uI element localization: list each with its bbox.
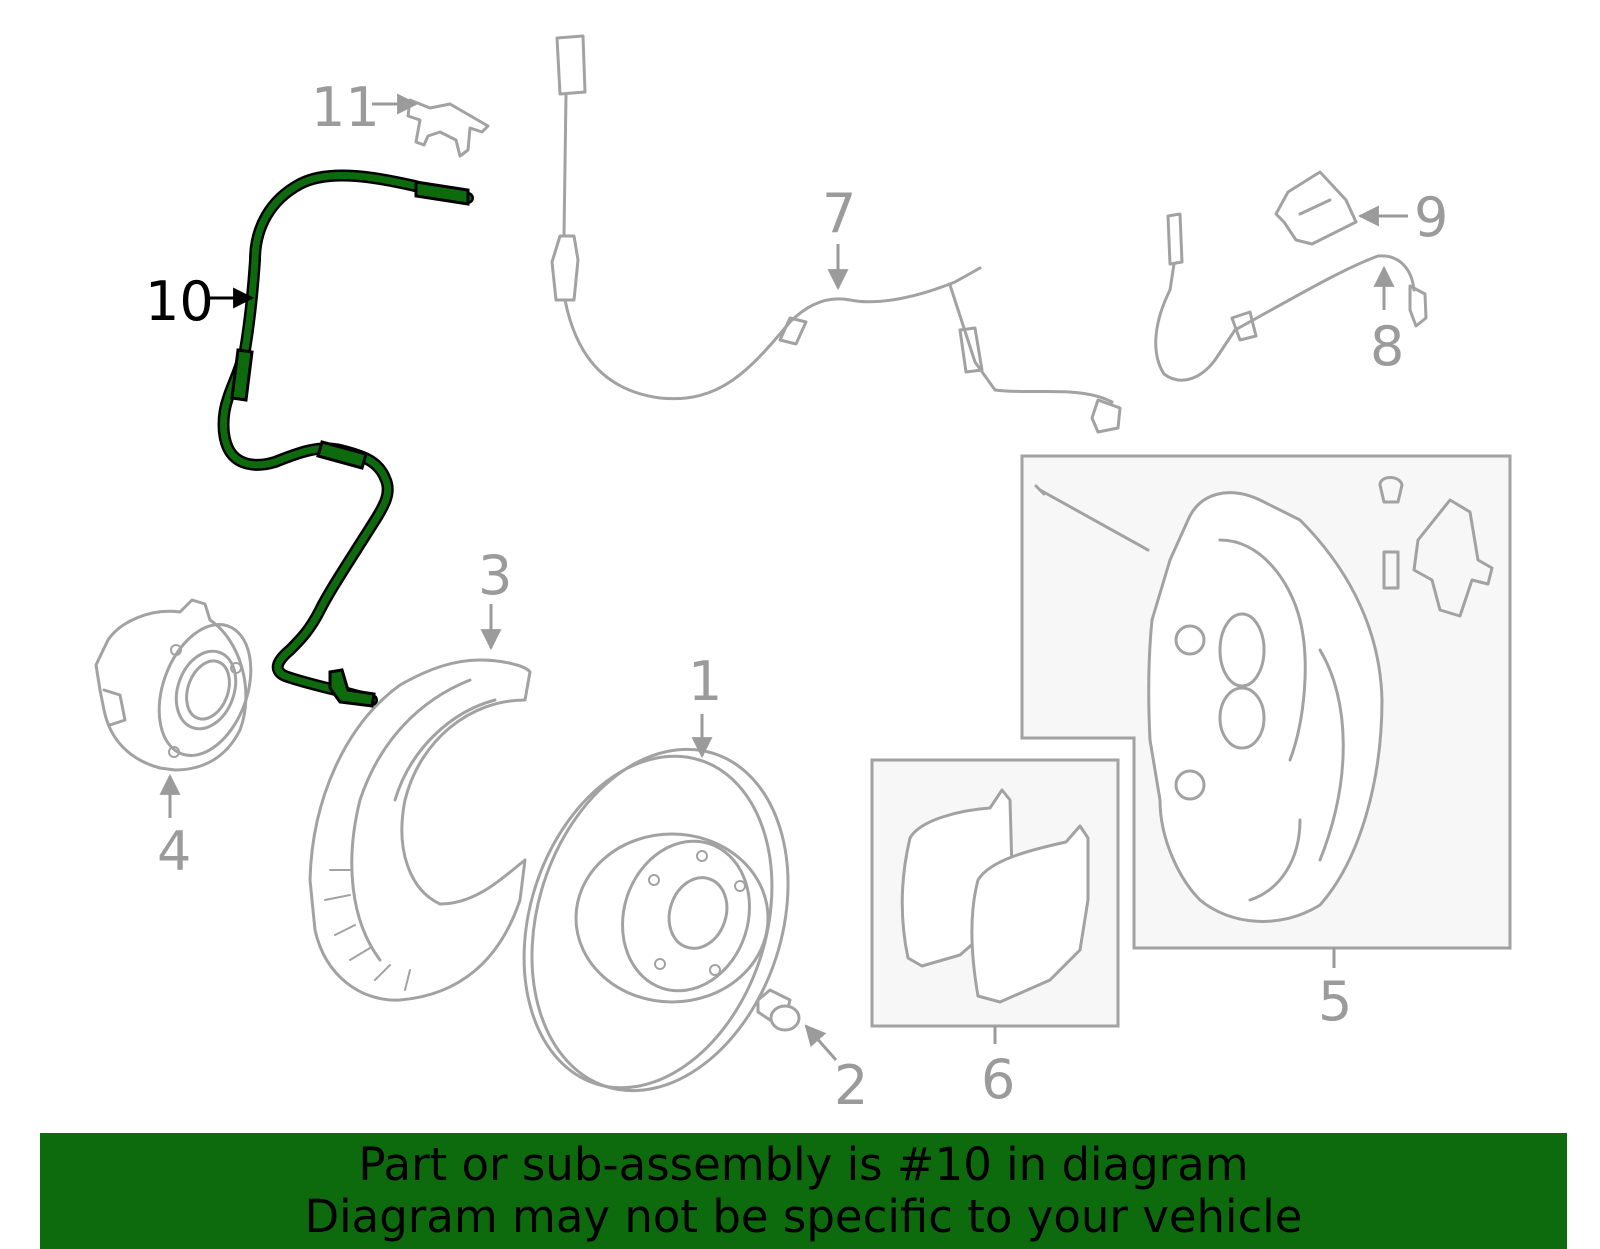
callout-1: 1 [688,650,722,713]
callout-7: 7 [822,182,856,245]
callout-3: 3 [478,544,512,607]
callout-2: 2 [834,1054,868,1117]
callout-9: 9 [1414,186,1448,249]
part-6-pads-box [870,758,1120,1028]
part-5-caliper-box [1020,454,1512,950]
callout-4: 4 [157,820,191,883]
part-8-sensor-wire [1154,212,1428,382]
callout-10: 10 [145,270,214,333]
part-11-clip [406,98,490,158]
part-7-sensor-wire [550,34,1122,434]
part-9-bracket [1274,170,1358,246]
callout-5: 5 [1318,970,1352,1033]
part-3-dust-shield [308,658,532,1002]
part-1-brake-rotor [522,747,790,1093]
info-banner: Part or sub-assembly is #10 in diagram D… [40,1133,1567,1249]
callout-11: 11 [311,76,380,139]
part-2-bolt [756,988,801,1032]
part-4-wheel-hub [94,598,253,772]
callout-6: 6 [981,1048,1015,1111]
part-10-sensor-wire [217,169,474,708]
callout-2-arrow [804,1024,838,1061]
banner-line-part: Part or sub-assembly is #10 in diagram [358,1138,1249,1191]
callout-8: 8 [1370,315,1404,378]
banner-line-disclaimer: Diagram may not be specific to your vehi… [304,1190,1303,1243]
